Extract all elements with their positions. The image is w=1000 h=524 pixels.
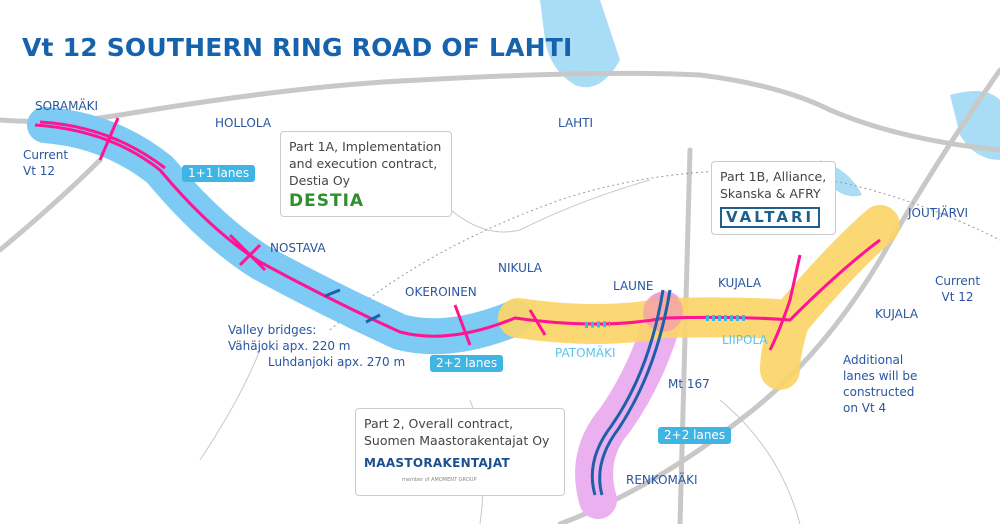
place-renkomaki: RENKOMÄKI bbox=[626, 473, 698, 487]
label-mt167: Mt 167 bbox=[668, 377, 710, 391]
tunnel bbox=[584, 315, 745, 328]
badge-lanes: 2+2 lanes bbox=[658, 427, 732, 444]
destia-logo: DESTIA bbox=[289, 191, 365, 211]
place-patomaki: PATOMÄKI bbox=[555, 346, 616, 360]
badge-lanes: 2+2 lanes bbox=[430, 355, 504, 372]
place-laune: LAUNE bbox=[613, 279, 654, 293]
place-nostava: NOSTAVA bbox=[270, 241, 326, 255]
place-lahti: LAHTI bbox=[558, 116, 594, 130]
contract-box-part1b: Part 1B, Alliance,Skanska & AFRY VALTARI bbox=[711, 161, 836, 235]
maastorakentajat-logo: MAASTORAKENTAJAT bbox=[364, 456, 510, 470]
page-title: Vt 12 SOUTHERN RING ROAD OF LAHTI bbox=[22, 33, 573, 62]
place-hollola: HOLLOLA bbox=[215, 116, 272, 130]
place-kujala-east: KUJALA bbox=[875, 307, 919, 321]
lake bbox=[540, 0, 620, 88]
place-kujala: KUJALA bbox=[718, 276, 762, 290]
mt167-road bbox=[590, 289, 672, 496]
place-liipola: LIIPOLA bbox=[722, 333, 768, 347]
valley-bridges bbox=[324, 288, 381, 324]
lake bbox=[950, 91, 1000, 160]
place-soramaki: SORAMÄKI bbox=[35, 99, 99, 113]
place-okeroinen: OKEROINEN bbox=[405, 285, 477, 299]
place-nikula: NIKULA bbox=[498, 261, 543, 275]
contract-box-part2: Part 2, Overall contract,Suomen Maastora… bbox=[355, 408, 565, 496]
badge-lanes: 1+1 lanes bbox=[182, 165, 256, 182]
boundary-line bbox=[329, 169, 1000, 331]
valtari-logo: VALTARI bbox=[720, 207, 821, 228]
laune-interchange bbox=[643, 292, 683, 332]
maastorakentajat-logo-tagline: member of AMOMENT GROUP bbox=[402, 477, 477, 483]
new-road bbox=[34, 117, 881, 351]
place-joutjarvi: JOUTJÄRVI bbox=[908, 206, 969, 220]
